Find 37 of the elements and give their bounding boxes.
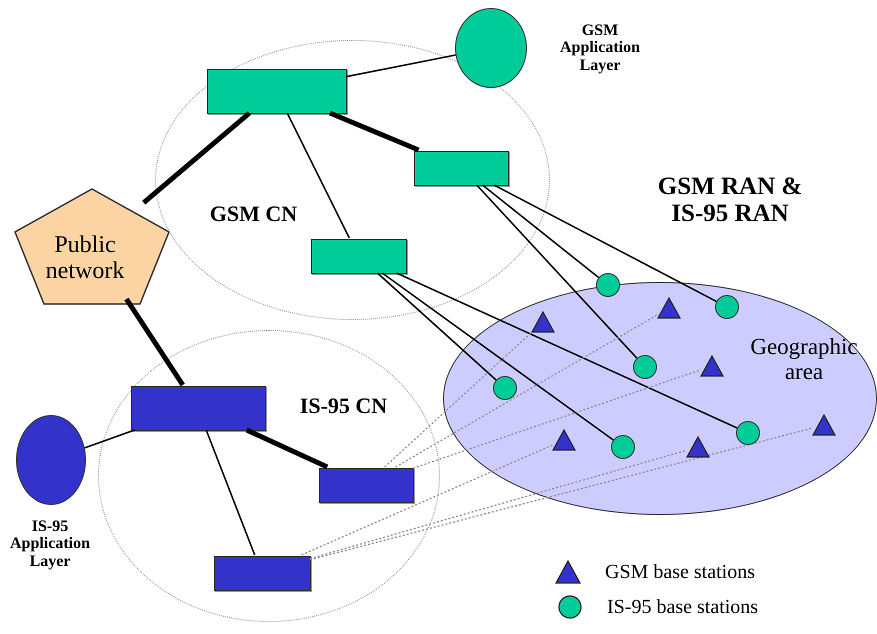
connector-line [84, 429, 135, 449]
connector-line [124, 298, 185, 386]
connector-line [382, 272, 614, 441]
connector-line [376, 272, 497, 381]
network-box [131, 386, 266, 431]
dotted-ellipse [98, 330, 440, 622]
dotted-line [310, 427, 813, 560]
node-label: Public network [44, 230, 126, 286]
network-box [414, 151, 509, 186]
heading-text: IS-95 CN [298, 392, 388, 420]
connector-line [494, 184, 717, 302]
connector-line [205, 430, 256, 556]
dotted-line [310, 450, 687, 560]
legend-text: GSM base stations [605, 561, 755, 584]
dotted-line [395, 313, 660, 468]
network-box [319, 468, 414, 503]
node-label: Geographic area [749, 332, 859, 386]
dotted-line [301, 444, 554, 556]
network-box [214, 556, 311, 591]
connector-line [482, 184, 600, 278]
network-box [311, 239, 407, 274]
heading-text: GSM Application Layer [558, 20, 641, 76]
dotted-line [412, 369, 701, 469]
connector-line [328, 110, 420, 152]
network-box [207, 69, 347, 114]
dotted-ellipse [155, 40, 550, 320]
connector-line [246, 428, 328, 470]
heading-text: GSM RAN & IS-95 RAN [656, 172, 804, 229]
legend-text: IS-95 base stations [607, 596, 758, 619]
connector-line [476, 184, 638, 359]
base-station-circle [596, 273, 620, 297]
connector-line [286, 112, 350, 238]
heading-text: IS-95 Application Layer [8, 516, 91, 572]
connector-line [346, 54, 456, 78]
connector-line [142, 111, 252, 205]
heading-text: GSM CN [208, 200, 298, 228]
connector-line [396, 272, 738, 429]
